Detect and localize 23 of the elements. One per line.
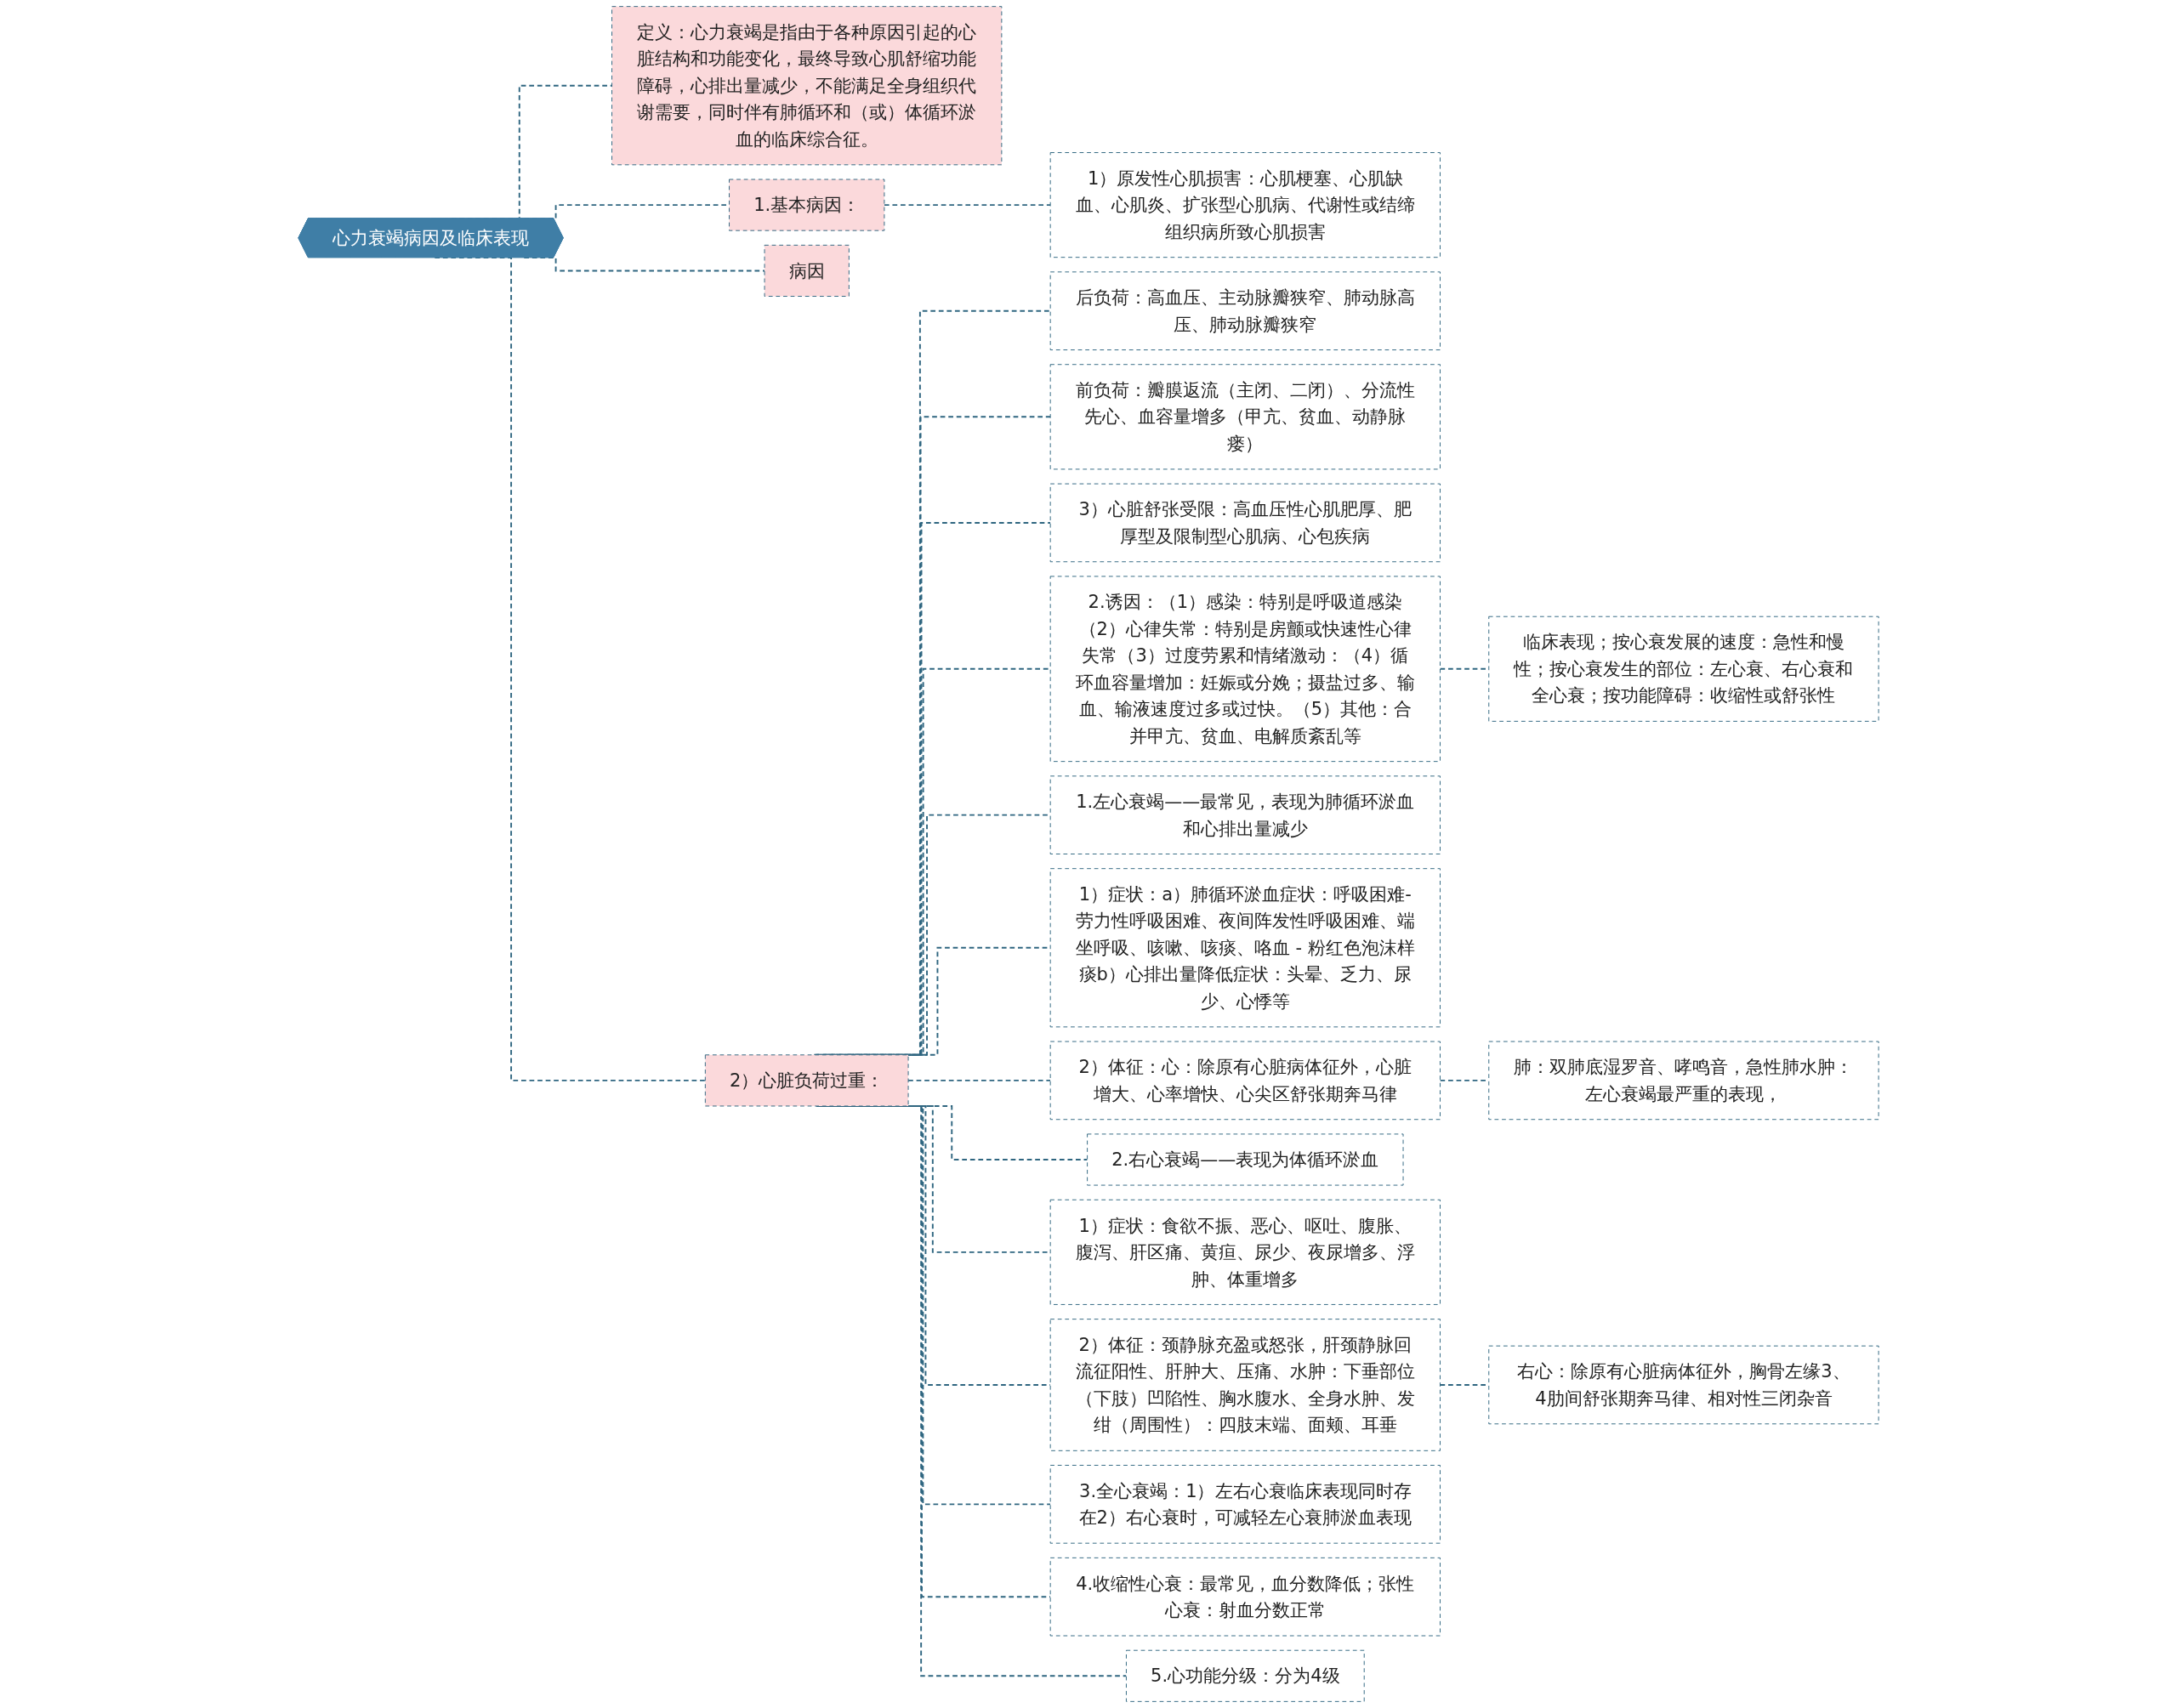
node-box: 2）心脏负荷过重： (704, 1054, 909, 1107)
node-box: 2.右心衰竭——表现为体循环淤血 (1087, 1133, 1404, 1186)
node-box: 后负荷：高血压、主动脉瓣狭窄、肺动脉高压、肺动脉瓣狭窄 (1049, 271, 1441, 350)
node-box: 病因 (764, 244, 850, 297)
node-box: 3.全心衰竭：1）左右心衰临床表现同时存在2）右心衰时，可减轻左心衰肺淤血表现 (1049, 1465, 1441, 1544)
node-box: 前负荷：瓣膜返流（主闭、二闭）、分流性先心、血容量增多（甲亢、贫血、动静脉瘘） (1049, 364, 1441, 470)
node-box: 4.收缩性心衰：最常见，血分数降低；张性心衰：射血分数正常 (1049, 1557, 1441, 1637)
node-box: 2）体征：心：除原有心脏病体征外，心脏增大、心率增快、心尖区舒张期奔马律 (1049, 1041, 1441, 1121)
node-box: 1）症状：食欲不振、恶心、呕吐、腹胀、腹泻、肝区痛、黄疸、尿少、夜尿增多、浮肿、体重增多 (1049, 1199, 1441, 1305)
node-box: 1）原发性心肌损害：心肌梗塞、心肌缺血、心肌炎、扩张型心肌病、代谢性或结缔组织病所致心肌损害 (1049, 152, 1441, 258)
node-box: 肺：双肺底湿罗音、哮鸣音，急性肺水肿：左心衰竭最严重的表现， (1488, 1041, 1879, 1121)
node-box: 1.基本病因： (729, 179, 885, 231)
node-box: 1）症状：a）肺循环淤血症状：呼吸困难-劳力性呼吸困难、夜间阵发性呼吸困难、端坐呼吸、咳嗽、咳痰、咯血 - 粉红色泡沫样痰b）心排出量降低症状：头晕、乏力、尿少、心悸等 (1049, 868, 1441, 1028)
node-box: 2.诱因：（1）感染：特别是呼吸道感染（2）心律失常：特别是房颤或快速性心律失常（3）过度劳累和情绪激动：（4）循环血容量增加：妊娠或分娩；摄盐过多、输血、输液速度过多或过快。（5）其他：合并甲亢、贫血、电解质紊乱等 (1049, 576, 1441, 763)
node-box: 5.心功能分级：分为4级 (1125, 1649, 1365, 1702)
node-box: 定义：心力衰竭是指由于各种原因引起的心脏结构和功能变化，最终导致心肌舒缩功能障碍，心排出量减少，不能满足全身组织代谢需要，同时伴有肺循环和（或）体循环淤血的临床综合征。 (611, 6, 1003, 166)
node-box: 临床表现；按心衰发展的速度：急性和慢性；按心衰发生的部位：左心衰、右心衰和全心衰；按功能障碍：收缩性或舒张性 (1488, 616, 1879, 722)
node-box: 1.左心衰竭——最常见，表现为肺循环淤血和心排出量减少 (1049, 775, 1441, 854)
node-box: 3）心脏舒张受限：高血压性心肌肥厚、肥厚型及限制型心肌病、心包疾病 (1049, 483, 1441, 563)
node-box: 2）体征：颈静脉充盈或怒张，肝颈静脉回流征阳性、肝肿大、压痛、水肿：下垂部位（下肢）凹陷性、胸水腹水、全身水肿、发绀（周围性）：四肢末端、面颊、耳垂 (1049, 1319, 1441, 1451)
connector (907, 1079, 1052, 1081)
connector (883, 204, 1052, 207)
node-box: 右心：除原有心脏病体征外，胸骨左缘3、4肋间舒张期奔马律、相对性三闭杂音 (1488, 1345, 1879, 1425)
